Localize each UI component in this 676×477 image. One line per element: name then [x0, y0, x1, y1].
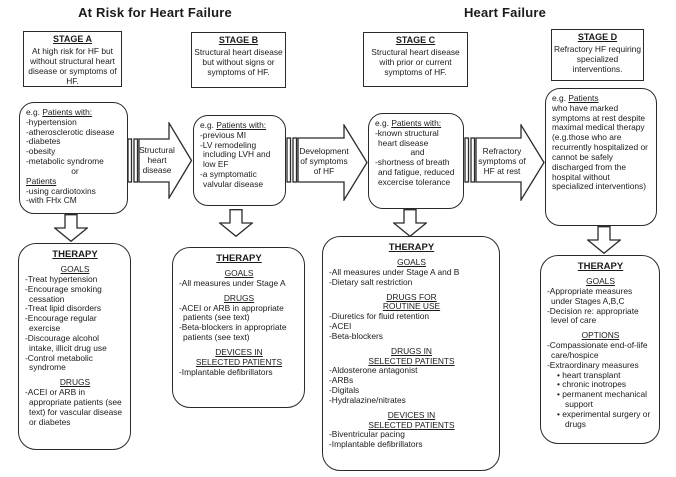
patient-b-item: -LV remodeling including LVH and low EF: [200, 139, 271, 170]
patient-c-item: -known structural heart disease: [375, 127, 439, 148]
therapy-d-item: • chronic inotropes: [557, 379, 627, 390]
therapy-d-item: • experimental surgery or drugs: [557, 408, 651, 429]
patient-a-item: -diabetes: [26, 136, 61, 147]
stage-b-box: STAGE B Structural heart disease but wit…: [191, 32, 286, 88]
patient-a-item: -atherosclerotic disease: [26, 126, 115, 137]
therapy-b-item: -Beta-blockers in appropriate patients (…: [179, 322, 287, 343]
patient-b-item: -previous MI: [200, 129, 247, 140]
stage-d-box: STAGE D Refractory HF requiring speciali…: [551, 29, 644, 81]
stage-a-title: STAGE A: [52, 34, 92, 44]
right-arrow-icon: [464, 124, 545, 201]
therapy-c-title: THERAPY: [388, 242, 435, 253]
patient-a-subheading: Patients: [26, 175, 57, 186]
patient-d-heading: e.g. Patients: [552, 93, 599, 103]
therapy-d-item: • permanent mechanical support: [557, 389, 647, 410]
therapy-c-item: -Digitals: [329, 385, 360, 396]
therapy-b-item: -ACEI or ARB in appropriate patients (se…: [179, 302, 284, 323]
heading-heart-failure: Heart Failure: [463, 5, 547, 20]
therapy-box-stage-a: THERAPY GOALS -Treat hypertension -Encou…: [18, 243, 131, 450]
patient-c-heading: e.g. Patients with:: [375, 118, 442, 128]
patient-a-item: -using cardiotoxins: [26, 185, 96, 196]
therapy-b-item: -All measures under Stage A: [179, 277, 286, 288]
therapy-box-stage-c: THERAPY GOALS -All measures under Stage …: [322, 236, 500, 471]
therapy-c-item: -Dietary salt restriction: [329, 276, 413, 287]
therapy-b-title: THERAPY: [216, 253, 262, 264]
therapy-box-stage-d: THERAPY GOALS -Appropriate measures unde…: [540, 255, 660, 444]
therapy-a-goals-heading: GOALS: [60, 264, 90, 275]
stage-d-title: STAGE D: [577, 32, 618, 42]
patient-box-stage-a: e.g. Patients with: -hypertension -ather…: [19, 102, 128, 214]
therapy-b-item: -Implantable defibrillators: [179, 366, 273, 377]
therapy-a-title: THERAPY: [52, 249, 98, 260]
patient-box-stage-b: e.g. Patients with: -previous MI -LV rem…: [193, 115, 286, 206]
therapy-d-item: -Compassionate end-of-life care/hospice: [547, 340, 648, 360]
therapy-b-devices-heading: DEVICES IN SELECTED PATIENTS: [195, 346, 283, 367]
therapy-b-goals-heading: GOALS: [224, 268, 254, 279]
right-arrow-icon: [127, 122, 193, 199]
therapy-d-item: • heart transplant: [557, 369, 621, 380]
therapy-c-item: -All measures under Stage A and B: [329, 266, 460, 277]
therapy-a-item: -Treat lipid disorders: [25, 303, 102, 314]
therapy-a-item: -Discourage alcohol intake, illicit drug…: [25, 332, 107, 353]
patient-a-item: -hypertension: [26, 116, 77, 127]
therapy-c-item: -Biventricular pacing: [329, 429, 405, 440]
stage-d-description: Refractory HF requiring specialized inte…: [553, 43, 642, 74]
down-arrow-icon: [393, 209, 427, 237]
therapy-a-item: -Control metabolic syndrome: [25, 352, 93, 373]
therapy-d-options-heading: OPTIONS: [581, 330, 620, 341]
patient-c-item: -shortness of breath and fatigue, reduce…: [375, 157, 455, 187]
therapy-a-item: -ACEI or ARB in appropriate patients (se…: [25, 387, 123, 427]
transition-label-structural-heart-disease: Structural heart disease: [139, 145, 175, 176]
patient-box-stage-d: e.g. Patients who have marked symptoms a…: [545, 88, 657, 226]
therapy-c-devices-heading: DEVICES IN SELECTED PATIENTS: [368, 409, 455, 430]
heading-at-risk: At Risk for Heart Failure: [78, 5, 232, 20]
therapy-a-drugs-heading: DRUGS: [59, 377, 91, 388]
stage-c-description: Structural heart disease with prior or c…: [371, 46, 460, 77]
patient-a-item: -metabolic syndrome: [26, 156, 104, 167]
therapy-a-item: -Encourage smoking cessation: [25, 283, 102, 304]
transition-label-refractory-symptoms: Refractory symptoms of HF at rest: [478, 146, 526, 177]
patient-b-heading: e.g. Patients with:: [200, 120, 267, 130]
stage-a-box: STAGE A At high risk for HF but without …: [23, 31, 122, 87]
patient-c-item: and: [410, 147, 425, 158]
therapy-c-item: -Implantable defibrillators: [329, 439, 423, 450]
therapy-c-item: -Aldosterone antagonist: [329, 365, 418, 376]
stage-b-title: STAGE B: [218, 35, 259, 45]
therapy-c-item: -ACEI: [329, 321, 352, 332]
patient-box-stage-c: e.g. Patients with: -known structural he…: [368, 113, 464, 209]
therapy-box-stage-b: THERAPY GOALS -All measures under Stage …: [172, 247, 305, 408]
patient-a-item: -with FHx CM: [26, 195, 77, 206]
therapy-b-drugs-heading: DRUGS: [223, 292, 255, 303]
patient-a-item: or: [71, 165, 79, 176]
down-arrow-icon: [587, 226, 621, 254]
therapy-d-item: -Extraordinary measures: [547, 359, 639, 370]
patient-a-heading: e.g. Patients with:: [26, 107, 93, 117]
down-arrow-icon: [219, 209, 253, 237]
therapy-c-item: -Beta-blockers: [329, 330, 383, 341]
therapy-c-item: -Diuretics for fluid retention: [329, 311, 430, 322]
stage-c-title: STAGE C: [395, 35, 436, 45]
therapy-c-item: -Hydralazine/nitrates: [329, 394, 406, 405]
therapy-c-selected-drugs-heading: DRUGS IN SELECTED PATIENTS: [368, 345, 455, 366]
stage-c-box: STAGE C Structural heart disease with pr…: [363, 32, 468, 87]
therapy-c-goals-heading: GOALS: [397, 257, 426, 268]
transition-label-development-of-symptoms: Development of symptoms of HF: [299, 146, 349, 177]
therapy-a-item: -Encourage regular exercise: [25, 313, 97, 334]
therapy-d-title: THERAPY: [577, 261, 624, 272]
therapy-d-item: -Decision re: appropriate level of care: [547, 305, 639, 326]
patient-a-item: -obesity: [26, 146, 56, 157]
therapy-c-routine-drugs-heading: DRUGS FOR ROUTINE USE: [382, 291, 441, 312]
therapy-d-item: -Appropriate measures under Stages A,B,C: [547, 285, 633, 306]
patient-d-item: who have marked symptoms at rest despite…: [552, 102, 648, 192]
therapy-c-item: -ARBs: [329, 375, 354, 386]
therapy-d-goals-heading: GOALS: [586, 276, 615, 287]
right-arrow-icon: [286, 124, 368, 201]
patient-b-item: -a symptomatic valvular disease: [200, 169, 264, 189]
down-arrow-icon: [54, 214, 88, 242]
stage-a-description: At high risk for HF but without structur…: [28, 45, 117, 87]
therapy-a-item: -Treat hypertension: [25, 273, 98, 284]
stage-b-description: Structural heart disease but without sig…: [194, 46, 283, 77]
